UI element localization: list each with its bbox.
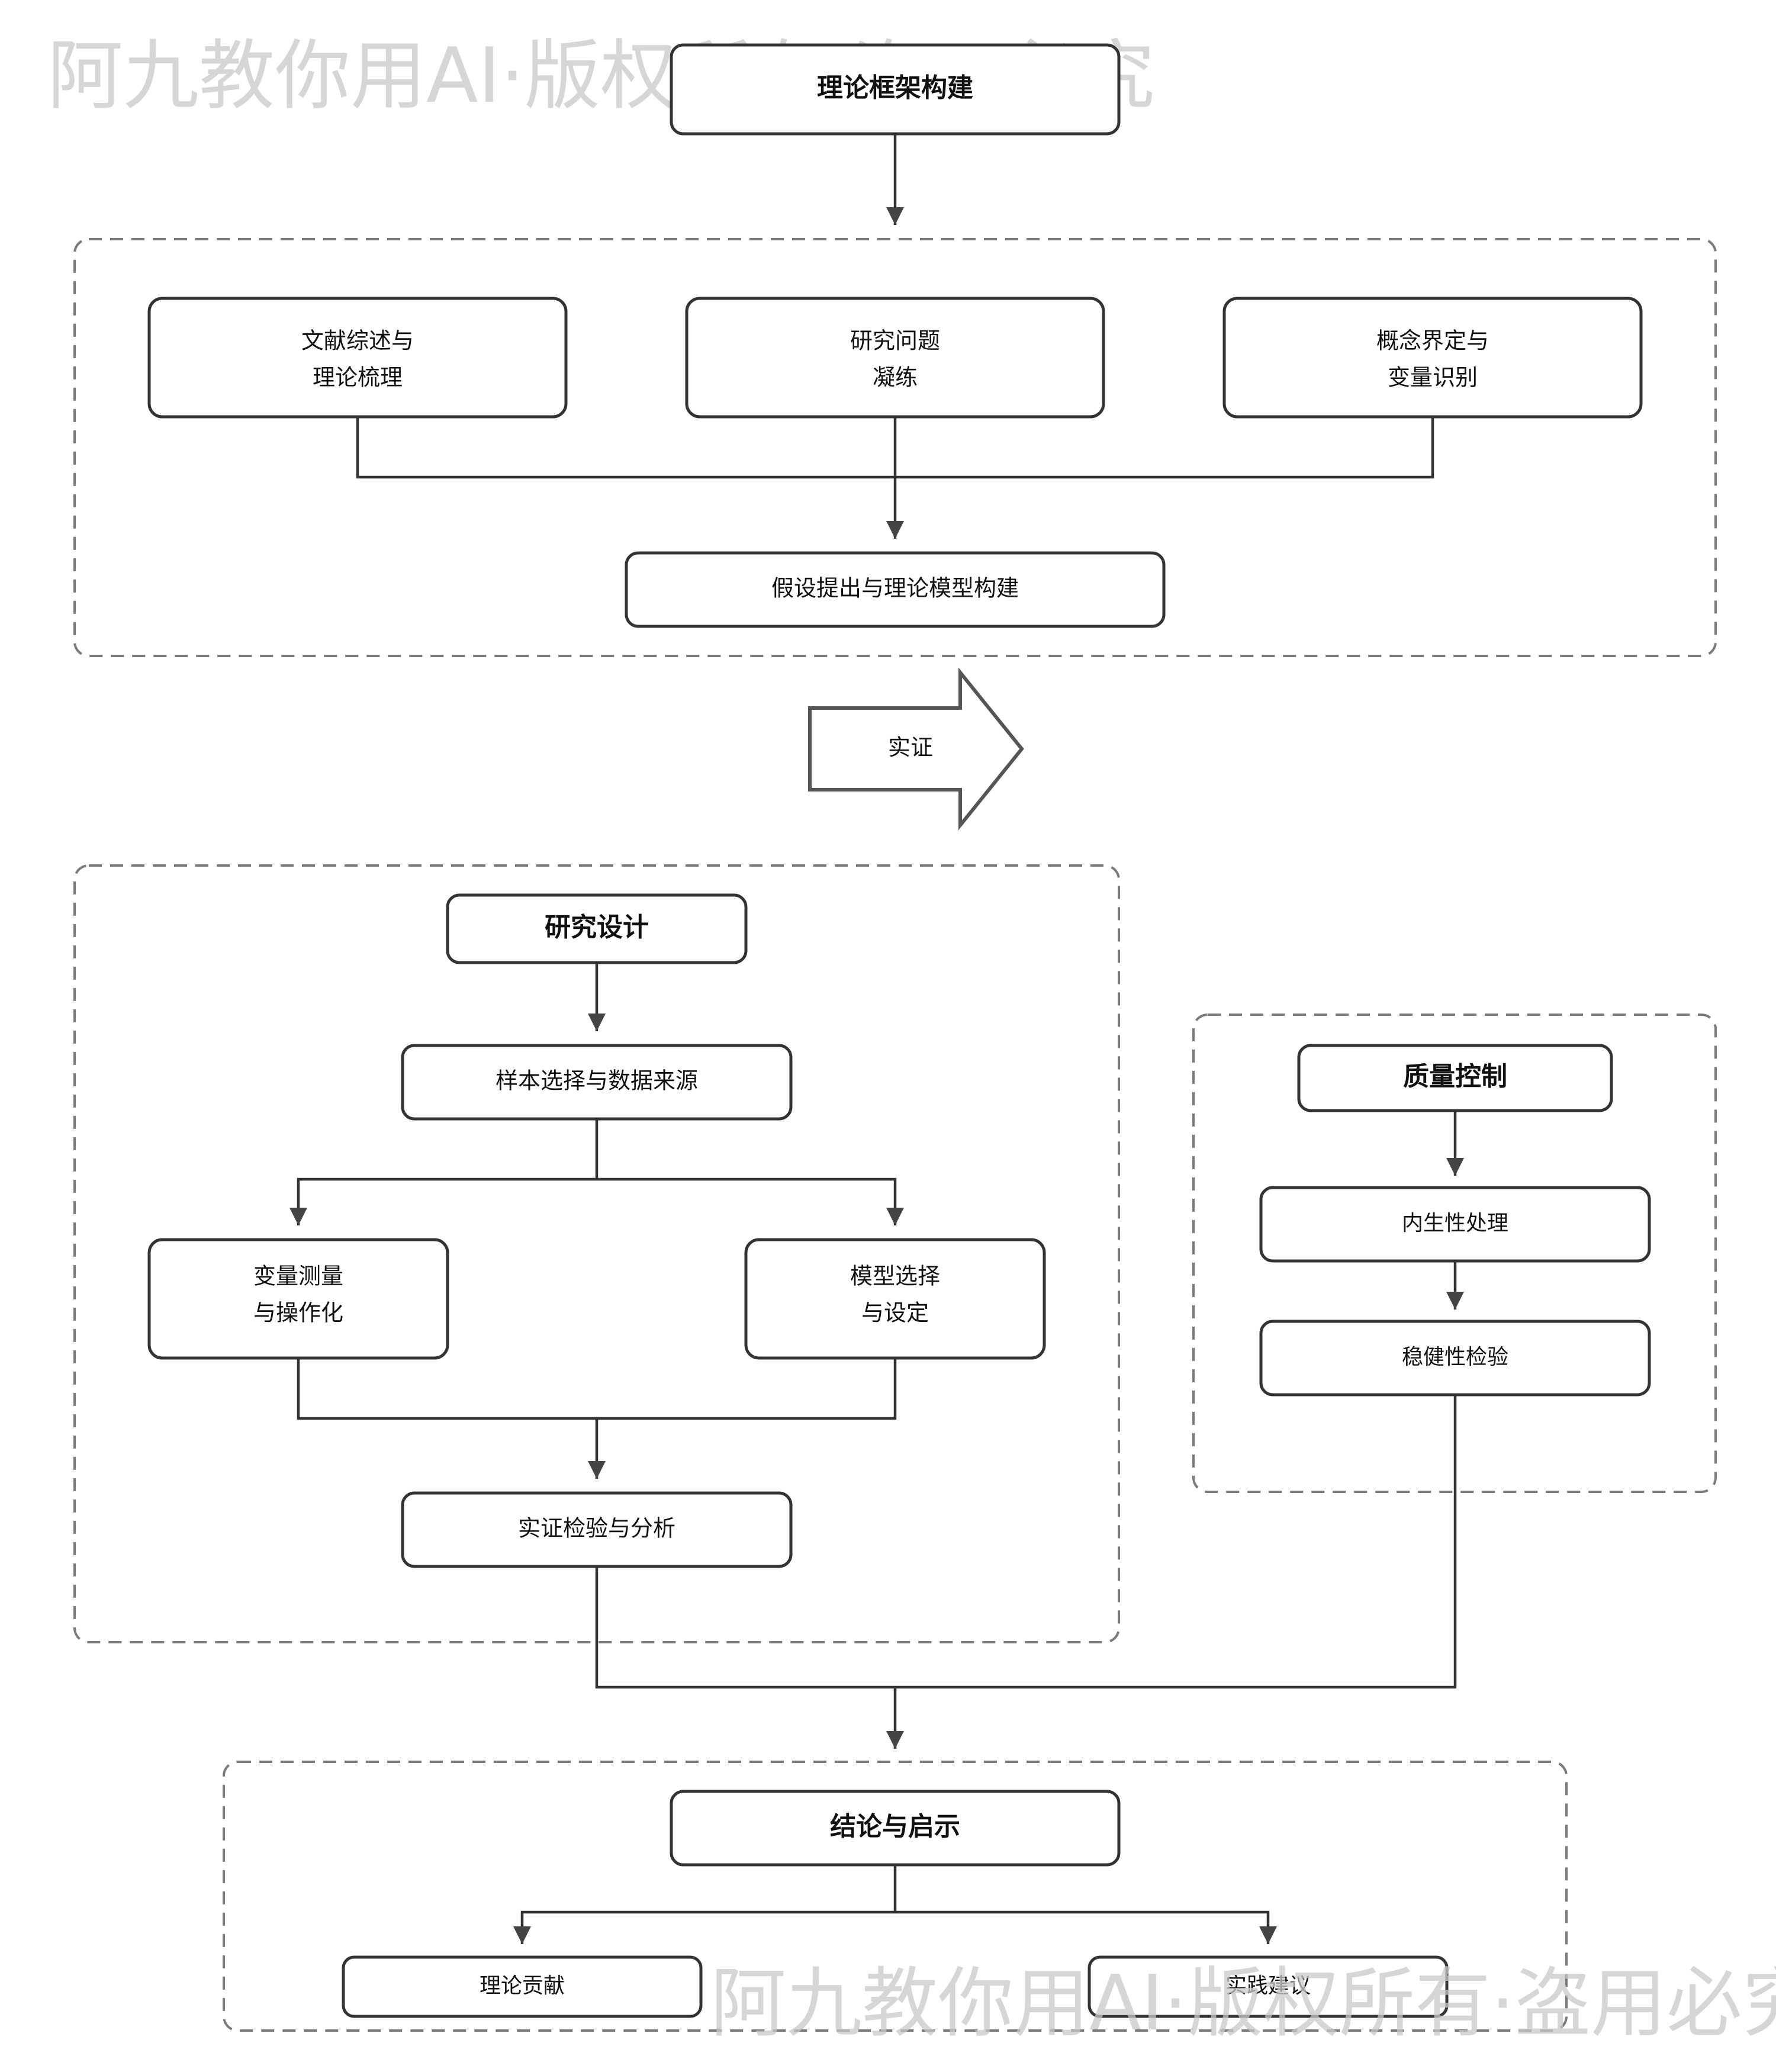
conclusion-node[interactable]: 结论与启示 xyxy=(670,1790,1121,1867)
literature-review-line2: 理论梳理 xyxy=(313,365,403,391)
research-design-title: 研究设计 xyxy=(545,912,649,942)
connector-conclusion-split xyxy=(520,1865,1270,1936)
sample-selection-label: 样本选择与数据来源 xyxy=(496,1068,698,1094)
practice-suggestion-node[interactable]: 实践建议 xyxy=(1088,1955,1449,2018)
concept-definition-line1: 概念界定与 xyxy=(1376,328,1489,354)
theory-contribution-label: 理论贡献 xyxy=(480,1974,565,1998)
literature-review-line1: 文献综述与 xyxy=(301,328,414,354)
model-selection-node[interactable]: 模型选择 与设定 xyxy=(744,1238,1046,1360)
conclusion-group-frame xyxy=(223,1761,1568,2032)
connector-merge-analysis xyxy=(297,1358,897,1420)
robustness-label: 稳健性检验 xyxy=(1402,1345,1508,1369)
empirical-transition-arrow: 实证 xyxy=(808,667,1024,831)
concept-definition-line2: 变量识别 xyxy=(1388,365,1478,391)
conclusion-title: 结论与启示 xyxy=(830,1812,960,1842)
quality-control-title: 质量控制 xyxy=(1403,1061,1507,1092)
hypothesis-model-node[interactable]: 假设提出与理论模型构建 xyxy=(625,551,1166,628)
connector-to-conclusion xyxy=(595,1395,1457,1689)
robustness-node[interactable]: 稳健性检验 xyxy=(1259,1320,1651,1397)
practice-suggestion-label: 实践建议 xyxy=(1225,1974,1311,1998)
empirical-transition-label: 实证 xyxy=(888,735,933,761)
variable-measure-line2: 与操作化 xyxy=(253,1300,343,1326)
hypothesis-model-label: 假设提出与理论模型构建 xyxy=(771,575,1019,601)
variable-measure-node[interactable]: 变量测量 与操作化 xyxy=(147,1238,449,1360)
endogeneity-node[interactable]: 内生性处理 xyxy=(1259,1186,1651,1263)
literature-review-node[interactable]: 文献综述与 理论梳理 xyxy=(147,297,568,419)
quality-control-node[interactable]: 质量控制 xyxy=(1297,1044,1613,1112)
research-design-node[interactable]: 研究设计 xyxy=(446,893,748,964)
theory-framework-node[interactable]: 理论框架构建 xyxy=(670,43,1121,136)
endogeneity-label: 内生性处理 xyxy=(1402,1211,1508,1236)
sample-selection-node[interactable]: 样本选择与数据来源 xyxy=(401,1044,793,1121)
empirical-analysis-node[interactable]: 实证检验与分析 xyxy=(401,1491,793,1568)
research-question-node[interactable]: 研究问题 凝练 xyxy=(685,297,1105,419)
model-selection-line2: 与设定 xyxy=(861,1300,929,1326)
research-question-line2: 凝练 xyxy=(873,365,918,391)
concept-definition-node[interactable]: 概念界定与 变量识别 xyxy=(1222,297,1643,419)
watermark-bottom: 阿九教你用AI·版权所有·盗用必究 xyxy=(710,1960,1776,2048)
model-selection-line1: 模型选择 xyxy=(850,1263,940,1289)
quality-group-frame xyxy=(1192,1014,1717,1493)
design-group-frame xyxy=(73,864,1120,1643)
theory-contribution-node[interactable]: 理论贡献 xyxy=(342,1955,703,2018)
research-question-line1: 研究问题 xyxy=(850,328,940,354)
theory-framework-title: 理论框架构建 xyxy=(817,73,973,103)
empirical-analysis-label: 实证检验与分析 xyxy=(518,1516,675,1542)
variable-measure-line1: 变量测量 xyxy=(253,1263,343,1289)
connector-three-boxes xyxy=(356,417,1434,479)
connector-sample-split xyxy=(297,1119,897,1212)
